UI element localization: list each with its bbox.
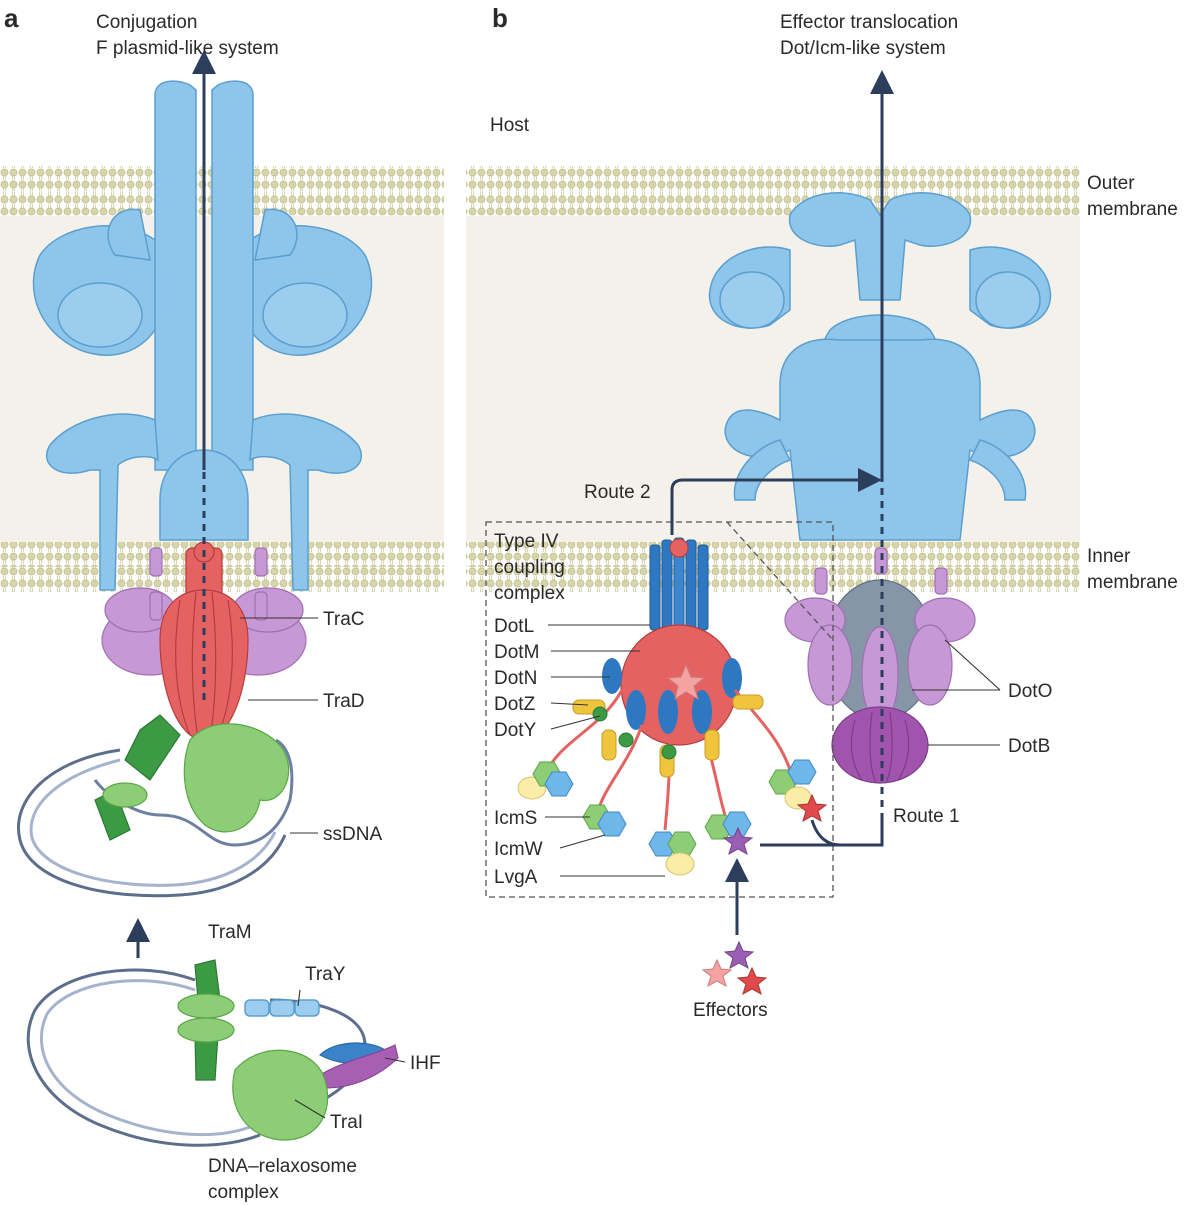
label-t4cc-line1: Type IV xyxy=(494,531,559,552)
panel-b-membranes xyxy=(466,166,1080,592)
tram-upper-1 xyxy=(124,714,181,781)
panel-a-letter: a xyxy=(4,3,19,33)
core-stalk-right-a xyxy=(211,80,254,471)
label-doto: DotO xyxy=(1008,681,1052,702)
label-inner-line2: membrane xyxy=(1087,572,1178,593)
ssdna-strand xyxy=(93,738,294,847)
doto-lobe-1 xyxy=(807,624,853,706)
label-outer-line2: membrane xyxy=(1087,199,1178,220)
panel-b-t4cc xyxy=(485,521,834,898)
core-lobe-inner-right-a xyxy=(262,282,348,348)
label-inner-line1: Inner xyxy=(1087,546,1131,567)
tray-2 xyxy=(269,999,295,1017)
panel-b-effectors xyxy=(701,940,768,996)
tray-1 xyxy=(244,999,270,1017)
ihf-purple xyxy=(319,1044,399,1089)
core-arm-right-a xyxy=(249,413,363,591)
t4cc-dashed-box xyxy=(485,521,834,898)
trai-lower xyxy=(232,1049,329,1141)
dsdna-lower-1 xyxy=(26,968,261,1147)
label-tram: TraM xyxy=(208,922,252,943)
panel-a-trad xyxy=(159,541,249,741)
label-trac: TraC xyxy=(323,609,365,630)
label-host: Host xyxy=(490,115,530,136)
core-body-b xyxy=(724,338,1036,541)
trad-body xyxy=(159,589,249,741)
doto-lobe-2 xyxy=(907,624,953,706)
label-icms: IcmS xyxy=(494,808,537,829)
panel-a-title-line1: Conjugation xyxy=(96,12,197,33)
core-arm-left-a xyxy=(45,413,159,591)
label-relaxosome-line1: DNA–relaxosome xyxy=(208,1156,357,1177)
outer-membrane-b-top xyxy=(466,166,1080,191)
label-t4cc-line2: coupling xyxy=(494,557,565,578)
label-dotm: DotM xyxy=(494,642,539,663)
panel-b-title-line1: Effector translocation xyxy=(780,12,958,33)
label-effectors: Effectors xyxy=(693,1000,768,1021)
inner-membrane-b-bottom xyxy=(466,567,1080,592)
label-dotb: DotB xyxy=(1008,736,1050,757)
panel-b-letter: b xyxy=(492,3,508,33)
label-route-1: Route 1 xyxy=(893,806,960,827)
dotl-tails xyxy=(543,689,792,831)
dotb-hexamer xyxy=(831,706,929,784)
tray-3 xyxy=(294,999,320,1017)
label-dotl: DotL xyxy=(494,616,534,637)
panel-b-text: b Effector translocation Dot/Icm-like sy… xyxy=(490,3,1178,1021)
label-t4cc-line3: complex xyxy=(494,583,565,604)
label-trai: TraI xyxy=(330,1112,363,1133)
panel-a-plasmid-upper xyxy=(17,714,294,898)
panel-a-text: a Conjugation F plasmid-like system TraC… xyxy=(4,3,441,1203)
outer-membrane-b-bottom xyxy=(466,191,1080,216)
label-dotn: DotN xyxy=(494,668,537,689)
effector-star-bound xyxy=(666,663,706,701)
core-stalk-left-a xyxy=(154,80,197,471)
dotg-cap xyxy=(788,192,972,301)
label-relaxosome-line2: complex xyxy=(208,1182,279,1203)
label-tray: TraY xyxy=(305,964,346,985)
trai-upper xyxy=(183,723,290,833)
panel-a-arrows xyxy=(126,50,216,958)
label-trad: TraD xyxy=(323,691,365,712)
panel-b-core-complex xyxy=(708,192,1052,541)
panel-b-title-line2: Dot/Icm-like system xyxy=(780,38,946,59)
label-outer-line1: Outer xyxy=(1087,173,1135,194)
label-route-2: Route 2 xyxy=(584,482,651,503)
route-1-arrow xyxy=(760,820,884,847)
dsdna-upper-1 xyxy=(17,748,287,898)
panel-a-core-complex xyxy=(32,80,373,591)
label-icmw: IcmW xyxy=(494,839,543,860)
label-dotz: DotZ xyxy=(494,694,536,715)
label-doty: DotY xyxy=(494,720,537,741)
route-2-arrow xyxy=(670,468,882,535)
core-lobe-inner-left-a xyxy=(57,282,143,348)
panel-a-plasmid-lower xyxy=(26,959,399,1147)
leader-lines xyxy=(240,617,1001,1119)
label-ihf: IHF xyxy=(410,1053,441,1074)
inner-membrane-b-top xyxy=(466,542,1080,567)
panel-b-arrows xyxy=(670,70,894,935)
label-lvga: LvgA xyxy=(494,867,538,888)
panel-b-atpases xyxy=(784,547,976,784)
panel-a-title-line2: F plasmid-like system xyxy=(96,38,279,59)
label-ssdna: ssDNA xyxy=(323,824,382,845)
